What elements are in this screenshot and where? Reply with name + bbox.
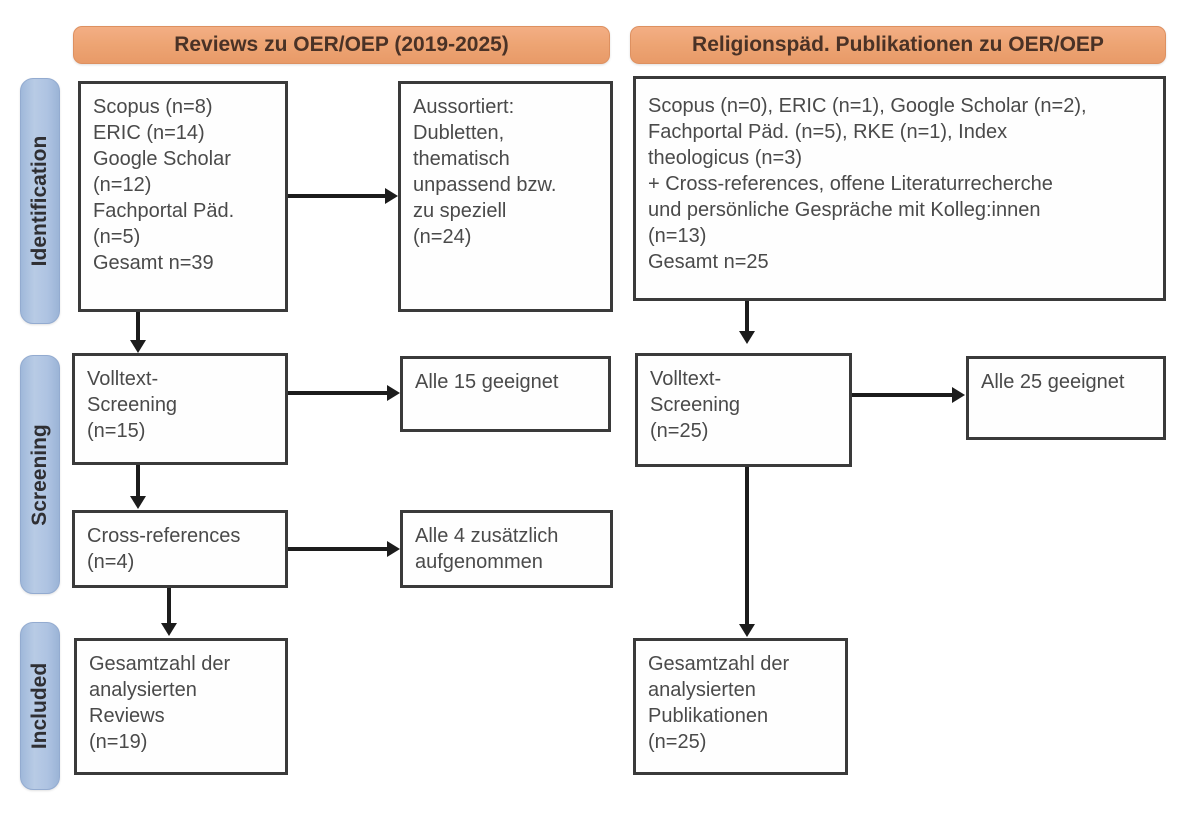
connector-left-crossrefs-to-included	[167, 588, 171, 624]
arrowhead-left-crossrefs-to-included	[161, 623, 177, 636]
connector-left-identification-to-excluded	[288, 194, 385, 198]
column-header-reviews-text: Reviews zu OER/OEP (2019-2025)	[174, 33, 509, 56]
arrowhead-left-screening-to-result	[387, 385, 400, 401]
arrowhead-left-screening-to-crossrefs	[130, 496, 146, 509]
box-left-crossreferences-result: Alle 4 zusätzlich aufgenommen	[400, 510, 613, 588]
stage-label-identification-text: Identification	[28, 135, 51, 267]
stage-label-included-text: Included	[28, 662, 51, 750]
box-left-identification-sources: Scopus (n=8) ERIC (n=14) Google Scholar …	[78, 81, 288, 312]
column-header-publications-text: Religionspäd. Publikationen zu OER/OEP	[692, 33, 1104, 56]
box-left-included-total: Gesamtzahl der analysierten Reviews (n=1…	[74, 638, 288, 775]
connector-left-crossrefs-to-result	[288, 547, 387, 551]
box-left-excluded: Aussortiert: Dubletten, thematisch unpas…	[398, 81, 613, 312]
arrowhead-left-identification-to-excluded	[385, 188, 398, 204]
connector-right-screening-to-result	[852, 393, 952, 397]
column-header-reviews: Reviews zu OER/OEP (2019-2025)	[73, 26, 610, 64]
stage-label-screening: Screening	[20, 355, 60, 594]
box-left-screening-result: Alle 15 geeignet	[400, 356, 611, 432]
column-header-publications: Religionspäd. Publikationen zu OER/OEP	[630, 26, 1166, 64]
stage-label-identification: Identification	[20, 78, 60, 324]
connector-left-identification-to-screening	[136, 312, 140, 342]
box-right-included-total: Gesamtzahl der analysierten Publikatione…	[633, 638, 848, 775]
arrowhead-right-identification-to-screening	[739, 331, 755, 344]
box-left-crossreferences: Cross-references (n=4)	[72, 510, 288, 588]
connector-right-screening-to-included	[745, 467, 749, 625]
box-left-volltext-screening: Volltext- Screening (n=15)	[72, 353, 288, 465]
connector-left-screening-to-crossrefs	[136, 465, 140, 497]
arrowhead-left-crossrefs-to-result	[387, 541, 400, 557]
stage-label-included: Included	[20, 622, 60, 790]
arrowhead-right-screening-to-included	[739, 624, 755, 637]
box-right-screening-result: Alle 25 geeignet	[966, 356, 1166, 440]
box-right-volltext-screening: Volltext- Screening (n=25)	[635, 353, 852, 467]
box-right-identification-sources: Scopus (n=0), ERIC (n=1), Google Scholar…	[633, 76, 1166, 301]
stage-label-screening-text: Screening	[28, 423, 51, 526]
connector-left-screening-to-result	[288, 391, 387, 395]
arrowhead-left-identification-to-screening	[130, 340, 146, 353]
connector-right-identification-to-screening	[745, 301, 749, 332]
arrowhead-right-screening-to-result	[952, 387, 965, 403]
